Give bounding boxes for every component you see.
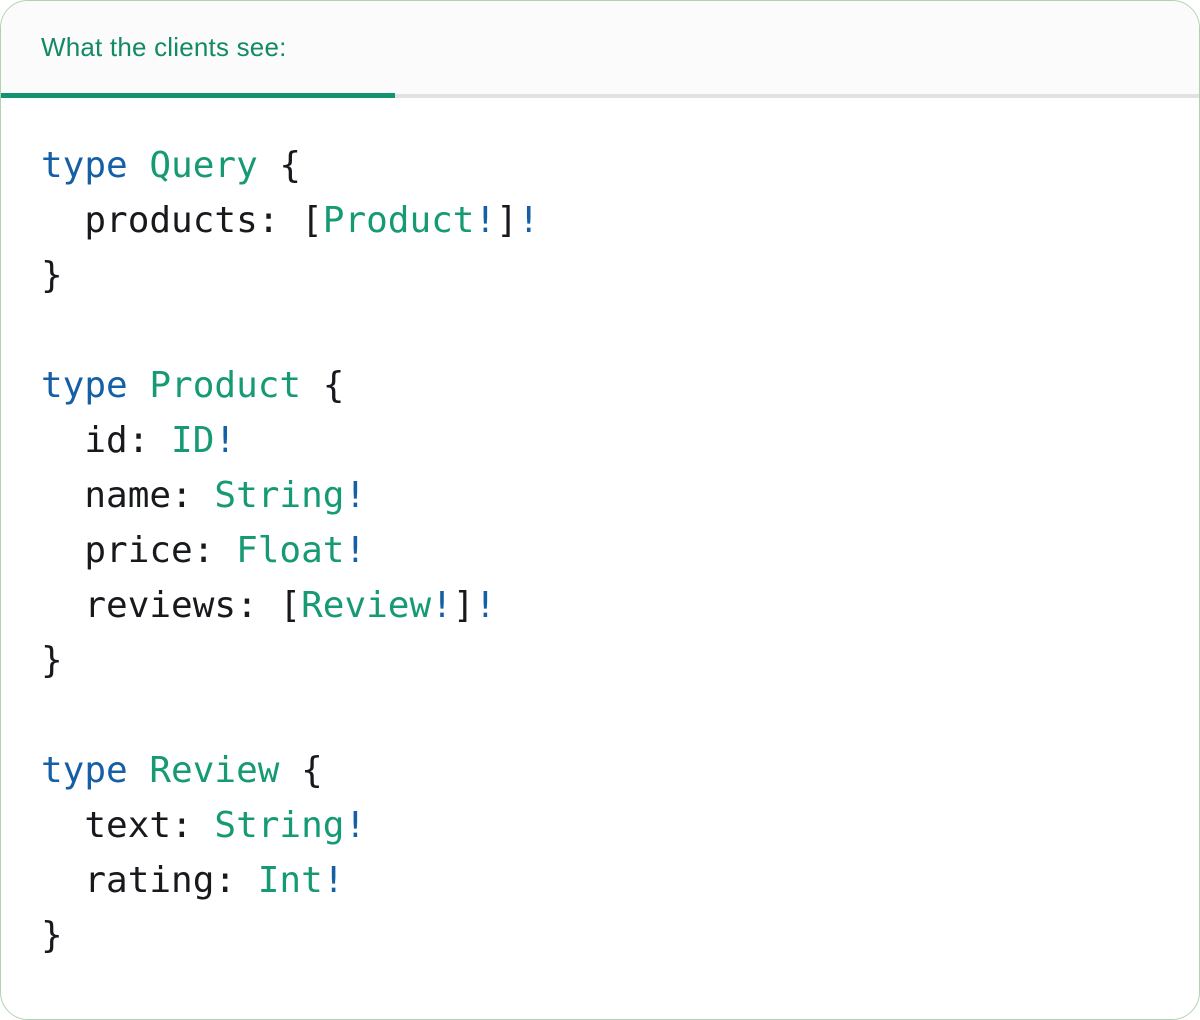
graphql-schema-code: type Query { products: [Product!]!} type … [1, 98, 1199, 963]
code-line: type Query { [41, 145, 302, 186]
code-line [41, 688, 1159, 743]
tab-what-clients-see[interactable]: What the clients see: [1, 1, 287, 94]
code-line: reviews: [Review!]! [41, 585, 497, 626]
code-line: price: Float! [41, 530, 367, 571]
code-line: type Product { [41, 365, 345, 406]
code-line: id: ID! [41, 420, 237, 461]
code-line: } [41, 640, 63, 681]
code-line: } [41, 255, 63, 296]
code-line: name: String! [41, 475, 367, 516]
code-line: } [41, 915, 63, 956]
card-header: What the clients see: [1, 1, 1199, 98]
code-line: type Review { [41, 750, 323, 791]
code-line: rating: Int! [41, 860, 345, 901]
code-line [41, 303, 1159, 358]
tab-label: What the clients see: [41, 32, 287, 62]
active-tab-underline [1, 93, 395, 98]
code-line: text: String! [41, 805, 367, 846]
code-line: products: [Product!]! [41, 200, 540, 241]
